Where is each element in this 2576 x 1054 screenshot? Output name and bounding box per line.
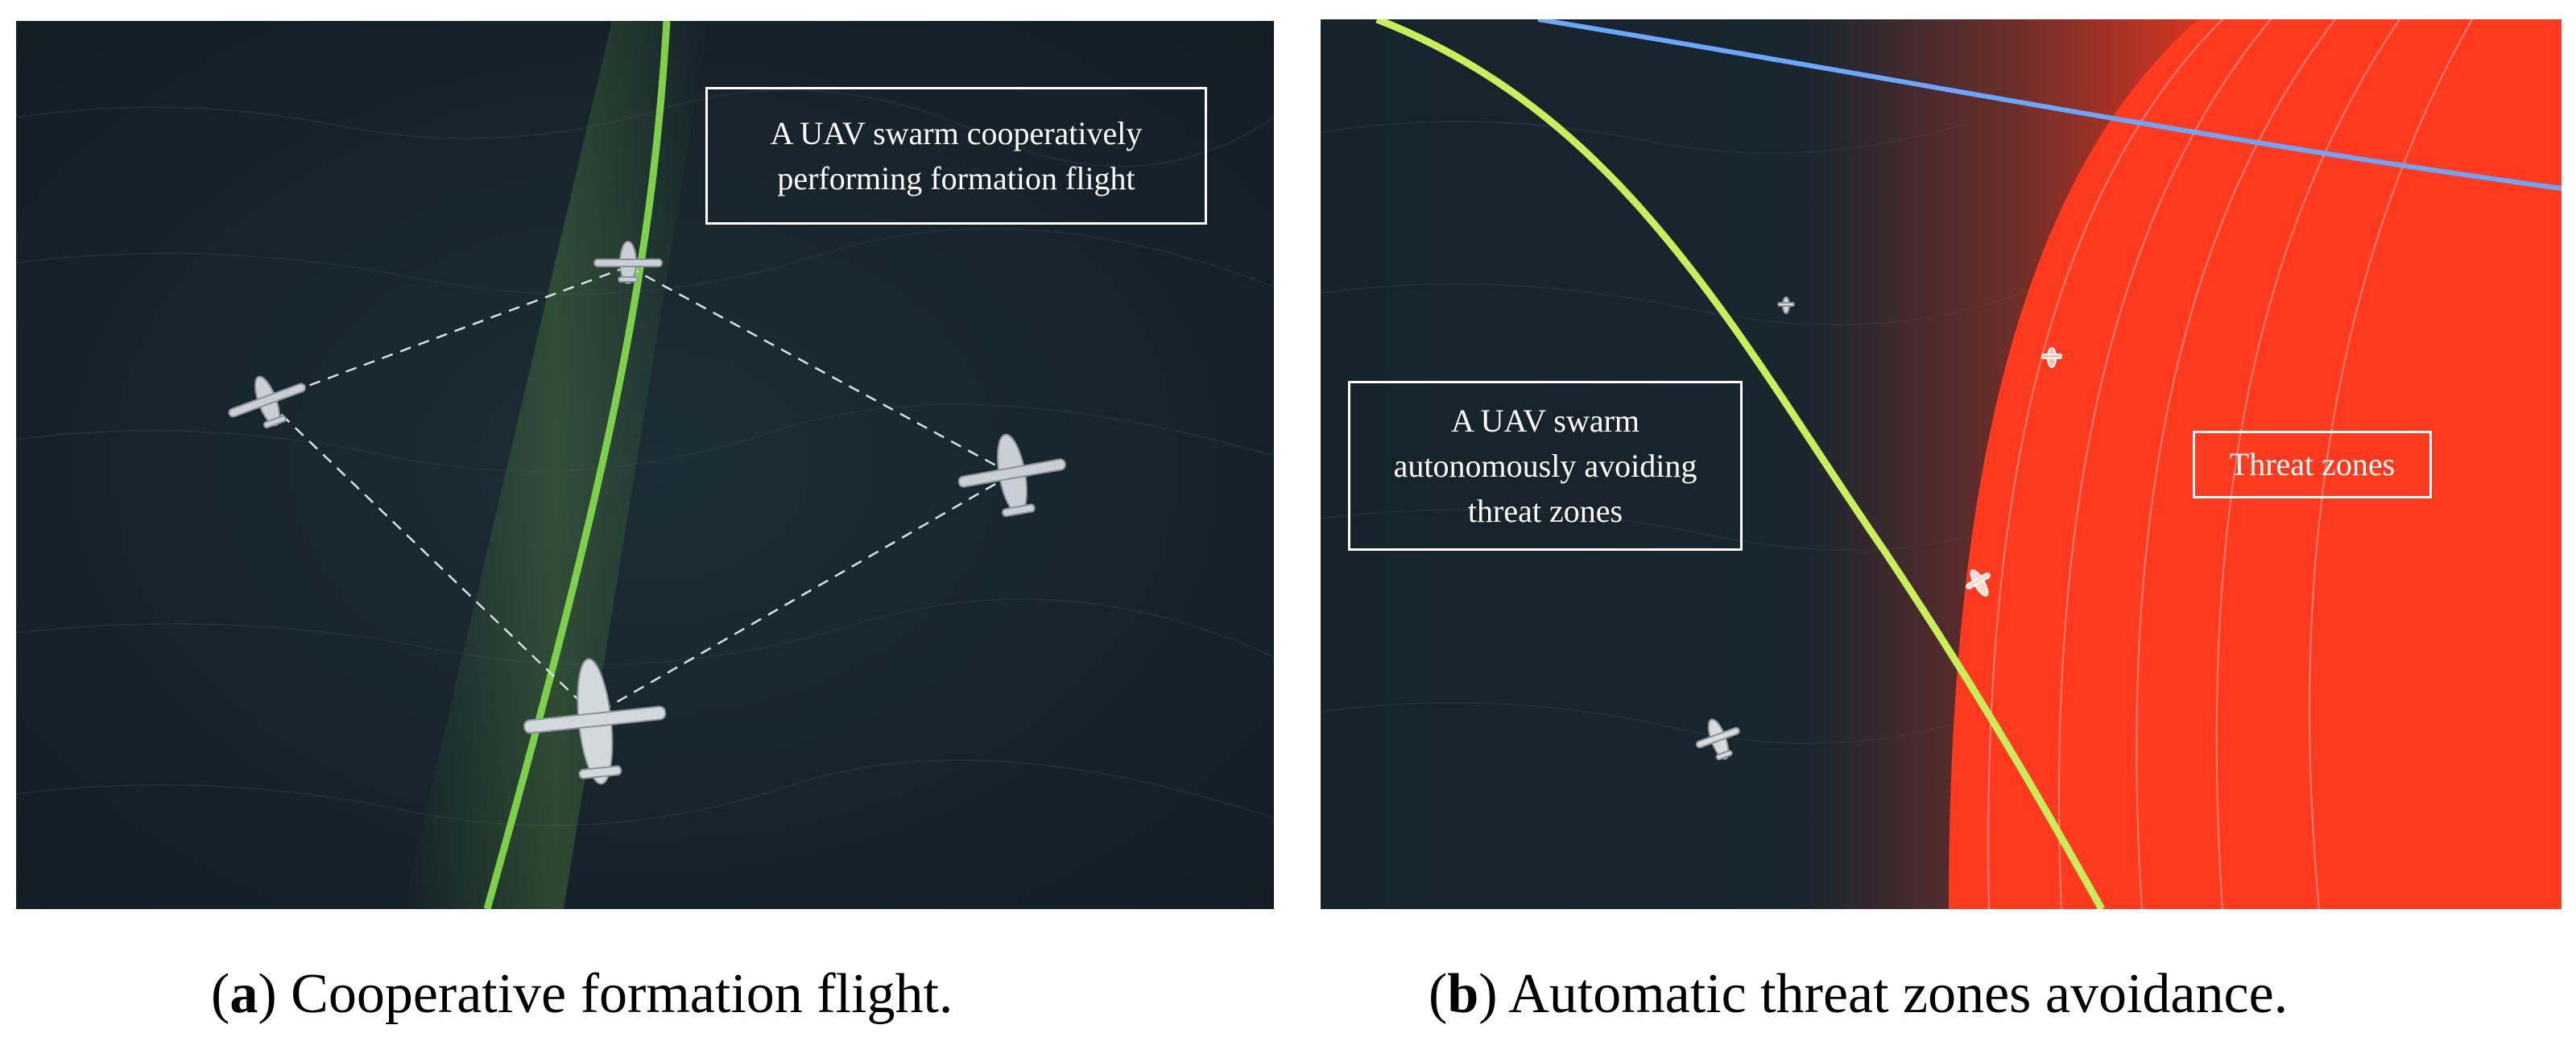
formation-links [267, 265, 1013, 717]
uav-left [228, 375, 306, 429]
threat-avoidance-scene [1321, 19, 2562, 909]
threat-zones-label: Threat zones [2193, 431, 2432, 498]
uav-right [957, 433, 1066, 518]
threat-zone-contours [1987, 19, 2473, 909]
formation-flight-scene [16, 21, 1274, 909]
caption-b-text: Automatic threat zones avoidance. [1508, 963, 2289, 1025]
formation-label-line-1: A UAV swarm cooperatively [770, 114, 1143, 151]
caption-b: (b) Automatic threat zones avoidance. [1429, 963, 2289, 1025]
blue-track-line [1537, 19, 2562, 191]
panel-b-image: A UAV swarm autonomously avoiding threat… [1321, 19, 2562, 909]
swarm-label-line-1: A UAV swarm [1450, 402, 1640, 439]
panel-a-image: A UAV swarm cooperatively performing for… [16, 21, 1274, 909]
swarm-avoidance-label: A UAV swarm autonomously avoiding threat… [1348, 381, 1743, 551]
swarm-label-line-3: threat zones [1467, 492, 1623, 529]
formation-label-line-2: performing formation flight [777, 159, 1135, 196]
threat-zone [1949, 19, 2562, 909]
threat-label-text: Threat zones [2229, 446, 2396, 482]
uav-bottom [523, 658, 667, 785]
caption-a: (a) Cooperative formation flight. [211, 963, 953, 1025]
swarm-label-line-2: autonomously avoiding [1393, 447, 1697, 484]
caption-a-text: Cooperative formation flight. [291, 963, 953, 1025]
uav-top [593, 241, 663, 284]
formation-flight-label: A UAV swarm cooperatively performing for… [705, 87, 1207, 225]
uav-small-4 [1695, 718, 1740, 761]
avoidance-path-line [1375, 19, 2105, 909]
uav-small-1 [1777, 296, 1795, 314]
caption-b-letter: b [1447, 963, 1479, 1025]
uav-small-2 [2041, 347, 2062, 368]
uav-small-3 [1966, 569, 1991, 597]
caption-a-letter: a [229, 963, 258, 1025]
